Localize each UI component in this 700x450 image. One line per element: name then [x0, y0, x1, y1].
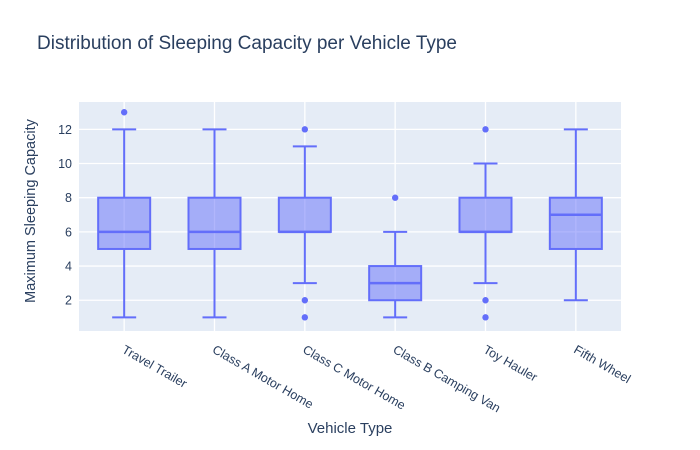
x-tick-label-class-a-motor-home: Class A Motor Home: [210, 342, 316, 411]
box-class-a-motor-home: [187, 196, 242, 250]
y-tick-label: 4: [65, 260, 72, 274]
outlier-point-toy-hauler: [482, 314, 489, 321]
outlier-point-class-c-motor-home: [301, 297, 309, 304]
outlier-point-class-c-motor-home: [301, 314, 309, 321]
box-travel-trailer: [97, 196, 152, 250]
chart-title: Distribution of Sleeping Capacity per Ve…: [37, 33, 458, 54]
outlier-point-toy-hauler: [482, 126, 489, 133]
outlier-point-toy-hauler: [482, 297, 489, 304]
outlier-point-class-b-camping-van: [391, 194, 399, 201]
x-axis-title: Vehicle Type: [307, 420, 393, 437]
box-fifth-wheel: [548, 196, 603, 250]
box-toy-hauler: [458, 196, 513, 233]
y-tick-label: 2: [65, 294, 72, 308]
outlier-point-travel-trailer: [120, 109, 128, 116]
x-tick-label-toy-hauler: Toy Hauler: [481, 342, 540, 384]
y-axis-title: Maximum Sleeping Capacity: [23, 119, 39, 303]
box-class-c-motor-home: [277, 196, 332, 233]
y-tick-label: 8: [65, 191, 72, 205]
y-tick-label: 6: [65, 225, 72, 239]
y-tick-label: 12: [58, 123, 72, 137]
x-tick-label-fifth-wheel: Fifth Wheel: [571, 342, 633, 386]
plot-background: [79, 102, 621, 331]
y-tick-label: 10: [58, 157, 72, 171]
x-tick-label-travel-trailer: Travel Trailer: [120, 342, 190, 390]
outlier-point-class-c-motor-home: [301, 126, 309, 133]
